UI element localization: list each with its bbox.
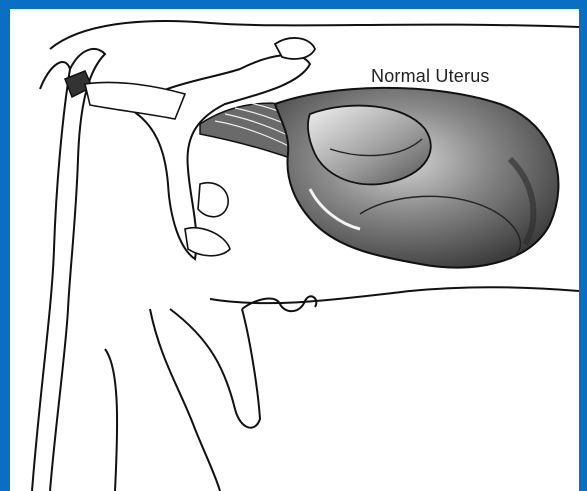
cow-anatomy-illustration <box>10 9 579 491</box>
tail-inner <box>32 62 70 491</box>
femur-head <box>198 183 228 217</box>
hind-leg-knee <box>170 309 260 428</box>
hip-bone-top <box>275 38 315 59</box>
hind-leg-rear <box>105 349 117 491</box>
cow-back-outline <box>50 21 579 49</box>
tail <box>50 49 105 491</box>
uterus-label: Normal Uterus <box>371 66 490 87</box>
pelvis-bone <box>130 55 310 259</box>
ischium <box>185 228 230 256</box>
illustration-panel: Normal Uterus <box>10 9 579 491</box>
hind-leg-front <box>150 309 220 491</box>
cow-belly-outline <box>210 287 579 303</box>
